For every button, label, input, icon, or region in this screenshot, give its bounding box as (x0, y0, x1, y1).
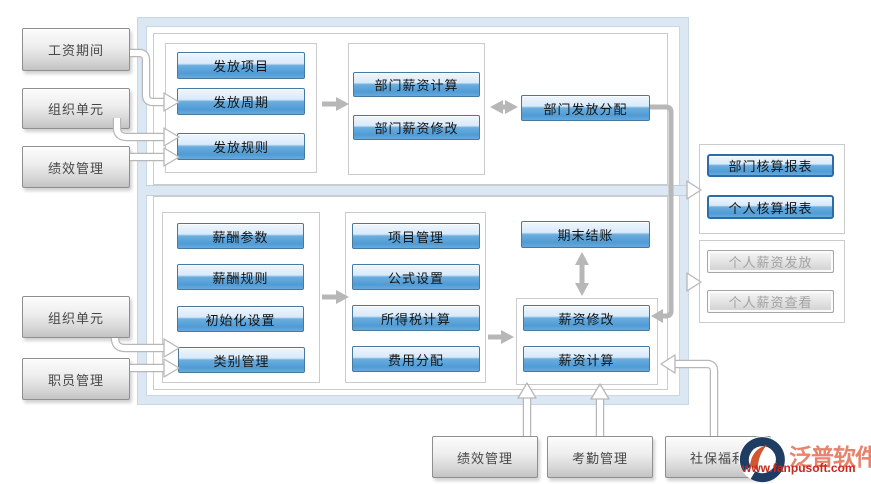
section-divider (146, 185, 688, 196)
node-personal-report[interactable]: 个人核算报表 (707, 195, 834, 219)
node-category-mgmt[interactable]: 类别管理 (178, 347, 305, 373)
panel-dept-ops (348, 43, 485, 175)
brand-logo: 泛普软件 www.fanpusoft.com (736, 432, 871, 484)
input-salary-period[interactable]: 工资期间 (22, 28, 130, 71)
node-issue-cycle[interactable]: 发放周期 (177, 88, 305, 115)
node-dept-report[interactable]: 部门核算报表 (707, 154, 834, 177)
node-salary-rules[interactable]: 薪酬规则 (177, 264, 304, 290)
brand-website: www.fanpusoft.com (742, 461, 856, 475)
node-project-mgmt[interactable]: 项目管理 (352, 223, 480, 249)
node-salary-edit[interactable]: 薪资修改 (523, 305, 650, 331)
node-expense-allocation[interactable]: 费用分配 (352, 346, 480, 372)
node-salary-params[interactable]: 薪酬参数 (177, 223, 304, 249)
node-period-end-closing[interactable]: 期末结账 (521, 221, 650, 248)
input-org-unit-top[interactable]: 组织单元 (22, 88, 130, 129)
input-attendance-mgmt[interactable]: 考勤管理 (547, 436, 653, 478)
node-issue-item[interactable]: 发放项目 (177, 52, 305, 79)
input-performance-mgmt-left[interactable]: 绩效管理 (22, 146, 130, 188)
node-formula-settings[interactable]: 公式设置 (352, 264, 480, 290)
node-issue-rule[interactable]: 发放规则 (177, 133, 305, 160)
node-personal-salary-issue[interactable]: 个人薪资发放 (707, 250, 834, 273)
fanpu-logo-icon (739, 436, 785, 483)
brand-name: 泛普软件 (789, 444, 871, 470)
node-init-settings[interactable]: 初始化设置 (177, 306, 304, 332)
node-dept-salary-edit[interactable]: 部门薪资修改 (353, 115, 480, 140)
node-dept-issue-allocation[interactable]: 部门发放分配 (521, 95, 650, 121)
node-personal-salary-view[interactable]: 个人薪资查看 (707, 290, 834, 313)
input-org-unit-bottom[interactable]: 组织单元 (22, 296, 130, 338)
node-dept-salary-calc[interactable]: 部门薪资计算 (353, 72, 480, 97)
input-staff-mgmt[interactable]: 职员管理 (22, 358, 130, 400)
node-salary-calc[interactable]: 薪资计算 (523, 346, 650, 372)
input-performance-mgmt-bottom[interactable]: 绩效管理 (432, 436, 538, 478)
node-income-tax-calc[interactable]: 所得税计算 (352, 305, 480, 331)
